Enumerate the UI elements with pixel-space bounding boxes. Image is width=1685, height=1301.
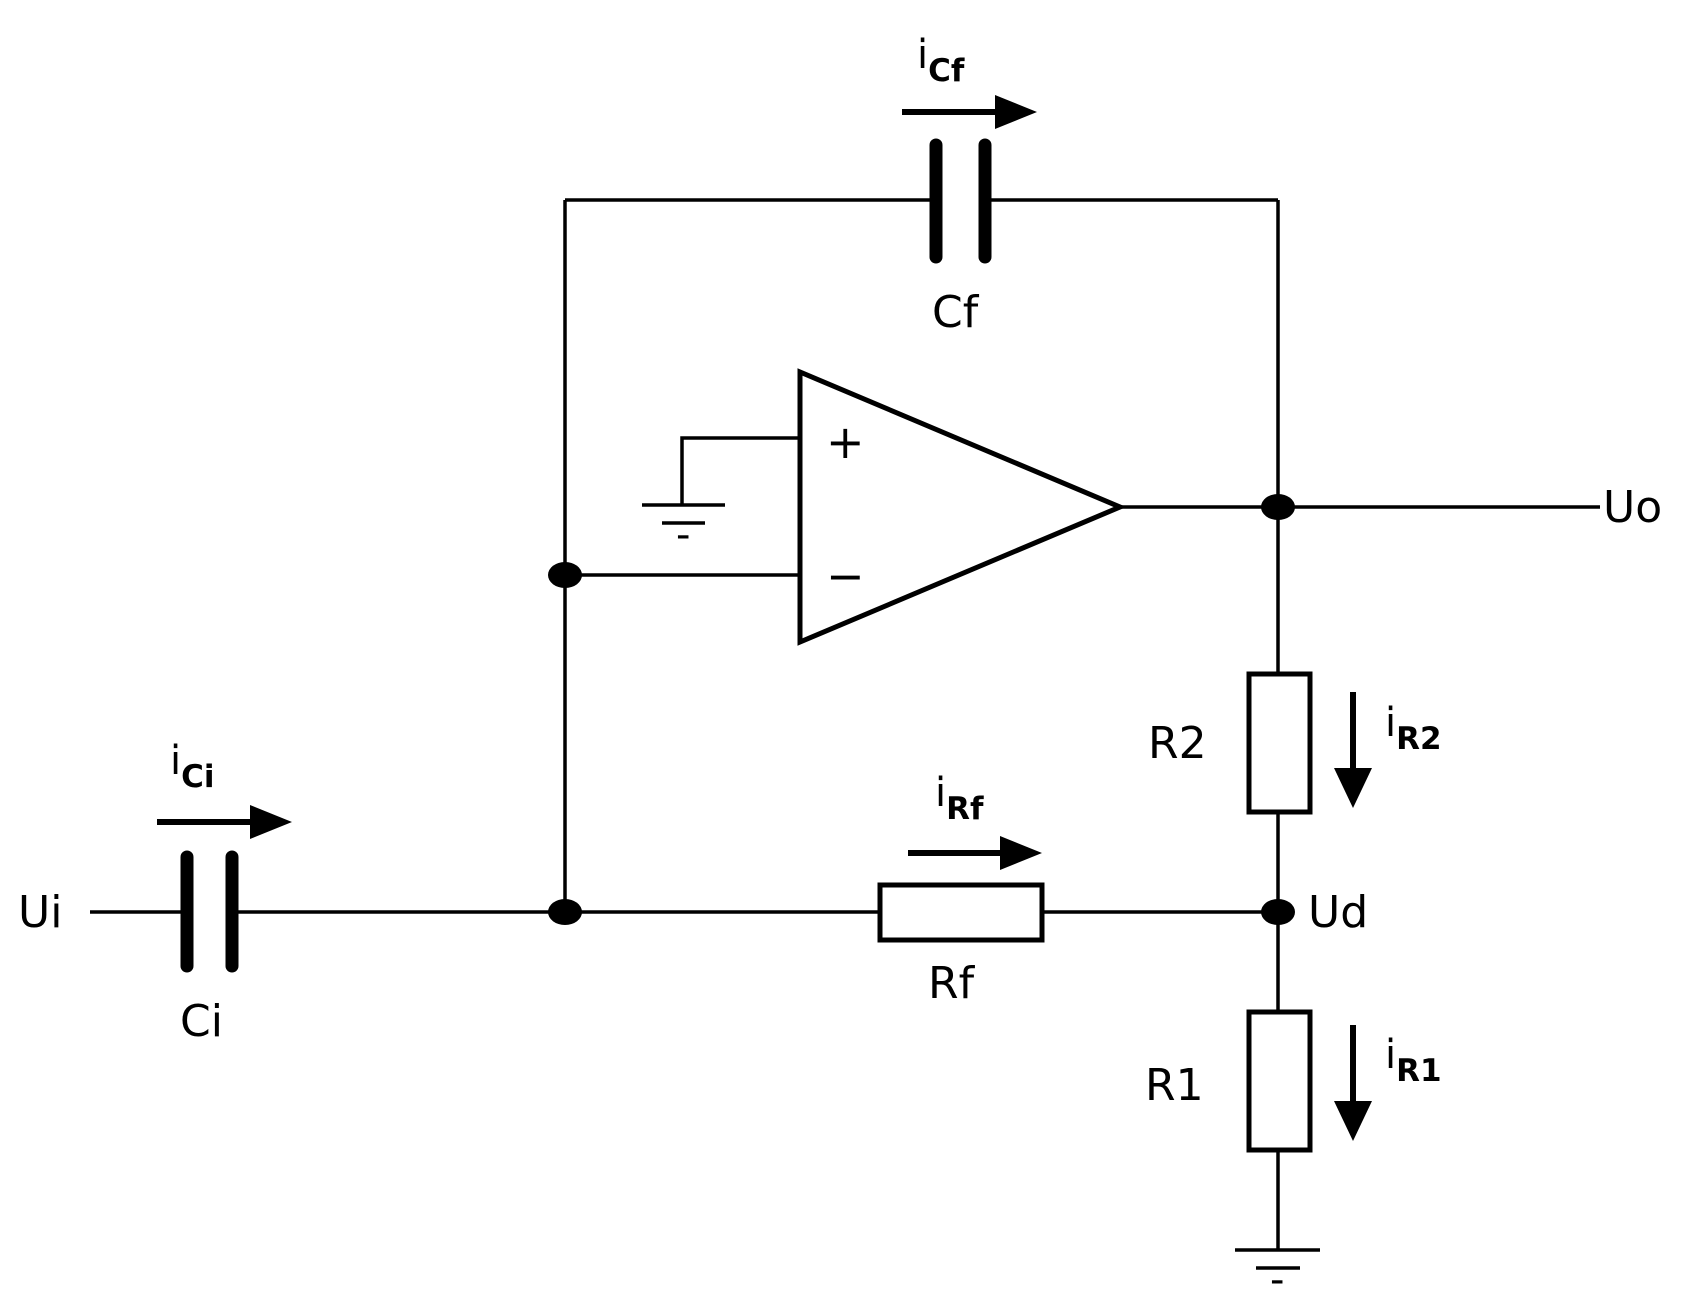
label-ici: iCi <box>170 738 215 795</box>
opamp-plus-sign: + <box>826 415 865 469</box>
label-irf: iRf <box>935 770 984 827</box>
ground-symbol-bottom: - <box>1235 1248 1320 1301</box>
resistor-r1: R1 <box>1145 1009 1313 1153</box>
label-ui: Ui <box>18 887 62 938</box>
label-uo: Uo <box>1603 482 1662 533</box>
wire-noninverting-input <box>680 436 800 505</box>
wires <box>90 198 1600 1250</box>
junction-inverting <box>548 562 582 588</box>
junction-output <box>1261 494 1295 520</box>
capacitor-ci: Ci <box>180 850 239 1047</box>
arrow-head-down-icon <box>1334 1101 1372 1141</box>
current-arrow-ir2: iR2 <box>1334 692 1442 808</box>
capacitor-cf: Cf <box>929 138 992 338</box>
label-r2: R2 <box>1148 718 1207 769</box>
junction-ud <box>1261 899 1295 925</box>
arrow-head-right-icon <box>250 805 292 839</box>
arrow-head-right-icon <box>1000 836 1042 870</box>
arrow-head-right-icon <box>995 95 1037 129</box>
ground-mark: - <box>676 512 690 558</box>
opamp-triangle <box>797 368 1127 646</box>
resistor-body <box>877 882 1045 943</box>
junctions <box>548 494 1295 925</box>
label-r1: R1 <box>1145 1060 1204 1111</box>
current-arrow-icf: iCf <box>902 32 1037 129</box>
arrow-head-down-icon <box>1334 768 1372 808</box>
current-arrow-ici: iCi <box>157 738 292 839</box>
opamp: + − <box>797 368 1127 646</box>
current-arrow-irf: iRf <box>908 770 1042 870</box>
ground-mark: - <box>1270 1257 1284 1301</box>
label-rf: Rf <box>928 958 976 1009</box>
resistor-body <box>1246 671 1313 815</box>
ground-symbol-opamp: - <box>642 503 725 558</box>
label-ci: Ci <box>180 996 223 1047</box>
resistor-r2: R2 <box>1148 671 1313 815</box>
resistor-rf: Rf <box>877 882 1045 1009</box>
label-ud: Ud <box>1308 887 1368 938</box>
label-ir2: iR2 <box>1385 700 1442 757</box>
label-ir1: iR1 <box>1385 1032 1442 1089</box>
opamp-minus-sign: − <box>826 549 865 603</box>
junction-input-node <box>548 899 582 925</box>
resistor-body <box>1246 1009 1313 1153</box>
current-arrow-ir1: iR1 <box>1334 1025 1442 1141</box>
label-icf: iCf <box>917 32 965 89</box>
label-cf: Cf <box>932 287 980 338</box>
